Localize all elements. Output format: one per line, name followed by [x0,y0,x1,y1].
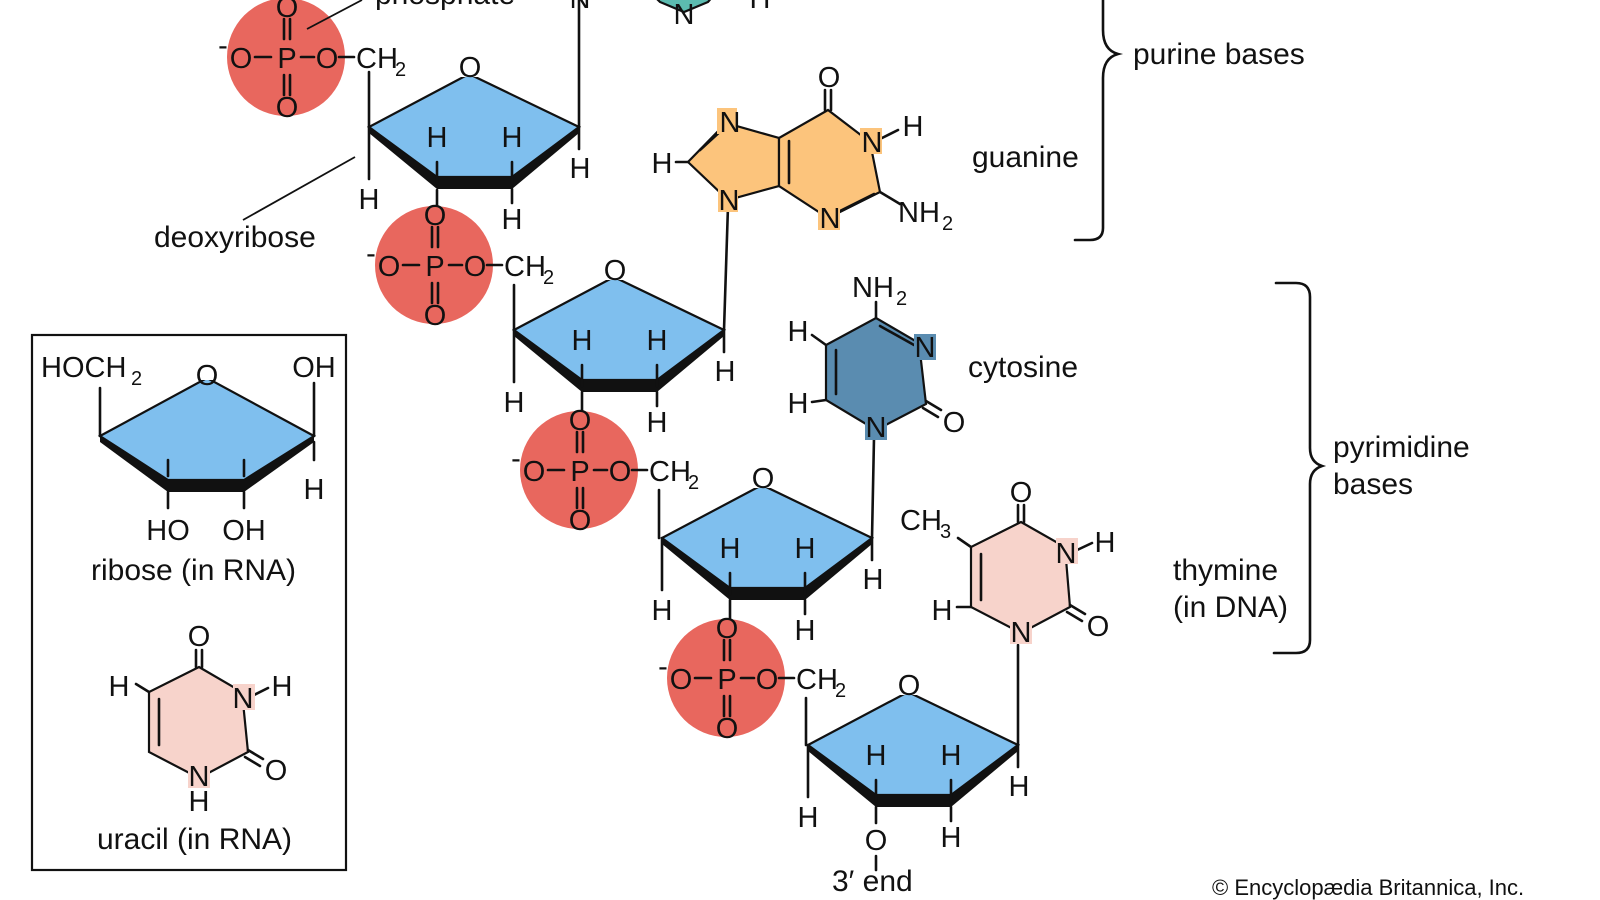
phosphate-label: phosphate [375,0,515,11]
svg-text:N: N [233,683,254,715]
svg-text:H: H [788,316,809,348]
svg-text:H: H [109,671,130,703]
svg-text:N: N [1056,538,1077,570]
svg-text:2: 2 [942,213,953,235]
svg-text:H: H [272,671,293,703]
ribose-caption: ribose (in RNA) [91,554,296,587]
svg-text:O: O [1087,611,1110,643]
svg-text:H: H [1095,527,1116,559]
svg-text:N: N [189,761,210,793]
svg-text:N: N [719,185,740,217]
svg-text:N: N [862,127,883,159]
uracil-caption: uracil (in RNA) [97,823,292,856]
thymine-label-line2: (in DNA) [1173,591,1288,624]
svg-text:N: N [820,203,841,235]
svg-text:OH: OH [222,515,266,547]
thymine-base: N N O O H H CH 3 [900,477,1115,649]
svg-text:N: N [720,107,741,139]
phosphate-group-4 [656,611,848,747]
svg-text:H: H [932,595,953,627]
svg-text:N: N [1011,617,1032,649]
svg-text:O: O [943,407,966,439]
svg-text:O: O [1010,477,1033,509]
svg-text:2: 2 [896,288,907,310]
svg-text:N: N [674,0,695,31]
svg-text:O: O [188,621,211,653]
svg-text:HO: HO [146,515,190,547]
phosphate-group-3 [509,403,701,539]
cytosine-base: N N O H H NH 2 [788,272,966,444]
svg-text:H: H [750,0,771,15]
svg-text:NH: NH [898,197,940,229]
svg-text:NH: NH [852,272,894,304]
svg-text:H: H [652,148,673,180]
svg-text:3: 3 [940,521,951,543]
rna-inset-box: O HOCH 2 OH H HO OH ribose (in RNA) [30,333,348,872]
pyrimidine-bracket [1272,281,1327,655]
guanine-base: N N N N O H H NH 2 [652,62,954,235]
svg-text:H: H [189,786,210,818]
guanine-label: guanine [972,141,1079,174]
deoxyribose-sugar-1 [357,50,592,238]
svg-text:N: N [866,412,887,444]
three-prime-end-label: 3′ end [832,865,913,898]
svg-text:OH: OH [292,352,336,384]
deoxyribose-sugar-3 [650,461,885,649]
svg-text:O: O [265,755,288,787]
pyrimidine-bases-label-line2: bases [1333,468,1413,501]
purine-bracket [1073,0,1124,242]
ribose-structure: O HOCH 2 OH H HO OH [41,352,336,547]
phosphate-label-leader [306,0,363,30]
adenine-n-atom: N [570,0,591,15]
svg-text:O: O [196,360,219,392]
three-prime-oxygen: O [865,825,888,857]
svg-text:HOCH: HOCH [41,352,126,384]
pyrimidine-bases-label-line1: pyrimidine [1333,431,1470,464]
thymine-label-line1: thymine [1173,554,1278,587]
deoxyribose-sugar-4 [796,668,1031,856]
svg-text:H: H [903,111,924,143]
deoxyribose-label: deoxyribose [154,221,316,254]
svg-text:H: H [304,474,325,506]
cytosine-label: cytosine [968,351,1078,384]
svg-text:N: N [915,332,936,364]
phosphate-group-2 [364,198,556,334]
copyright-credit: © Encyclopædia Britannica, Inc. [1212,875,1524,900]
svg-text:CH: CH [900,505,942,537]
svg-text:O: O [818,62,841,94]
svg-text:H: H [788,388,809,420]
phosphate-group-1 [216,0,408,126]
deoxyribose-label-leader [242,156,356,221]
svg-text:2: 2 [131,368,142,390]
purine-bases-label: purine bases [1133,38,1305,71]
uracil-structure: O N N O H H H [109,621,293,818]
adenine-base-partial: N H [656,0,771,31]
